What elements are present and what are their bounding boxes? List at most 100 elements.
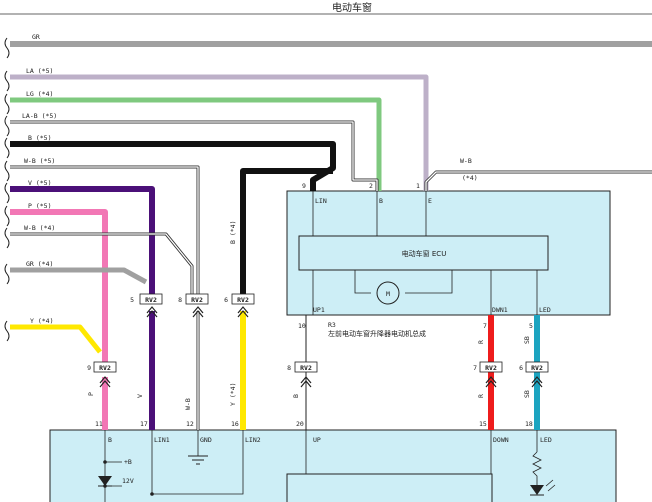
diagram-title: 电动车窗 bbox=[332, 1, 372, 14]
wire-la-b bbox=[10, 120, 379, 191]
switch-gnd-label: GND bbox=[200, 436, 212, 444]
pin-ecu-b: 2 bbox=[369, 182, 373, 190]
svg-text:8: 8 bbox=[178, 296, 182, 304]
pin-switch-lin2: 16 bbox=[231, 420, 239, 428]
svg-text:RV2: RV2 bbox=[191, 296, 203, 304]
wire-black-lin2 bbox=[240, 168, 333, 297]
ecu-id: R3 bbox=[328, 321, 336, 329]
wires bbox=[10, 41, 652, 430]
vlabel-r-lower: R bbox=[477, 394, 485, 398]
svg-text:RV2: RV2 bbox=[300, 364, 312, 372]
wire-w-b-4-core bbox=[10, 233, 193, 297]
ecu-up1-label: UP1 bbox=[313, 306, 325, 314]
pin-ecu-lin: 9 bbox=[302, 182, 306, 190]
svg-text:6: 6 bbox=[519, 364, 523, 372]
connector-rv2-up: RV2 8 bbox=[287, 361, 318, 388]
pin-switch-up: 20 bbox=[296, 420, 304, 428]
switch-lin1-label: LIN1 bbox=[154, 436, 170, 444]
vlabel-b: B bbox=[292, 394, 300, 398]
motor-label: M bbox=[386, 290, 390, 298]
switch-down-label: DOWN bbox=[493, 436, 509, 444]
ecu-lin-label: LIN bbox=[315, 197, 327, 205]
ecu-internal-lines bbox=[312, 191, 538, 315]
wire-label-gr-4: GR (*4) bbox=[26, 260, 53, 268]
wire-lg bbox=[10, 97, 382, 191]
pin-switch-lin1: 17 bbox=[140, 420, 148, 428]
wire-la-b-core bbox=[10, 121, 378, 191]
wire-label-p: P (*5) bbox=[28, 202, 51, 210]
wire-w-b-5-core bbox=[10, 166, 199, 297]
led-symbol bbox=[530, 485, 544, 495]
connector-rv2-sb: RV2 6 bbox=[519, 361, 549, 388]
wire-label-y: Y (*4) bbox=[30, 317, 53, 325]
wire-label-gr: GR bbox=[32, 33, 40, 41]
connector-rv2-black: RV2 6 bbox=[224, 293, 255, 318]
wire-label-lg: LG (*4) bbox=[26, 90, 53, 98]
diode-symbol bbox=[98, 476, 112, 486]
svg-text:RV2: RV2 bbox=[485, 364, 497, 372]
switch-plus-b-label: +B bbox=[124, 458, 132, 466]
ecu-e-label: E bbox=[428, 197, 432, 205]
svg-text:7: 7 bbox=[473, 364, 477, 372]
pin-switch-down: 15 bbox=[479, 420, 487, 428]
vlabel-w-b: W-B bbox=[184, 398, 192, 410]
wire-w-b-right-core bbox=[425, 171, 652, 191]
pin-ecu-e: 1 bbox=[416, 182, 420, 190]
vlabel-sb-lower: SB bbox=[523, 390, 531, 398]
vlabel-b4: B (*4) bbox=[229, 221, 237, 244]
switch-inner-box bbox=[286, 473, 493, 502]
wire-break-marks bbox=[4, 37, 10, 342]
ecu-dwn1-label: DWN1 bbox=[492, 306, 508, 314]
wire-label-w-b-right: W-B bbox=[460, 157, 472, 165]
vlabel-sb-upper: SB bbox=[523, 336, 531, 344]
svg-text:RV2: RV2 bbox=[145, 296, 157, 304]
led-rays bbox=[545, 479, 556, 492]
pin-ecu-dwn1: 7 bbox=[483, 322, 487, 330]
pin-switch-gnd: 12 bbox=[186, 420, 194, 428]
wire-gr-4 bbox=[10, 267, 148, 285]
wire-la bbox=[10, 74, 429, 191]
switch-internal-lines bbox=[104, 430, 542, 502]
ground-symbol bbox=[188, 455, 208, 465]
wire-y bbox=[10, 324, 102, 354]
svg-text:6: 6 bbox=[224, 296, 228, 304]
wire-label-w-b-5: W-B (*5) bbox=[24, 157, 55, 165]
ecu-b-label: B bbox=[379, 197, 383, 205]
ecu-led-label: LED bbox=[539, 306, 551, 314]
svg-text:RV2: RV2 bbox=[531, 364, 543, 372]
pin-switch-b: 11 bbox=[95, 420, 103, 428]
switch-led-label: LED bbox=[540, 436, 552, 444]
wire-label-w-b-4: W-B (*4) bbox=[24, 224, 55, 232]
junction-dot bbox=[150, 492, 154, 496]
svg-text:RV2: RV2 bbox=[237, 296, 249, 304]
wire-label-la-b: LA-B (*5) bbox=[22, 112, 57, 120]
switch-12v-label: 12V bbox=[122, 477, 134, 485]
switch-lin2-label: LIN2 bbox=[245, 436, 261, 444]
vlabel-v: V bbox=[136, 394, 144, 398]
vlabel-r-upper: R bbox=[477, 340, 485, 344]
motor-symbol bbox=[376, 281, 400, 305]
ecu-logic-box bbox=[298, 235, 549, 271]
switch-b-label: B bbox=[108, 436, 112, 444]
connector-rv2-w-b: RV2 8 bbox=[178, 293, 209, 318]
wire-label-right-4: (*4) bbox=[462, 174, 478, 182]
wire-label-la: LA (*5) bbox=[26, 67, 53, 75]
svg-text:RV2: RV2 bbox=[99, 364, 111, 372]
pin-switch-led: 18 bbox=[525, 420, 533, 428]
junction-dot bbox=[103, 460, 107, 464]
svg-text:9: 9 bbox=[87, 364, 91, 372]
vlabel-y: Y (*4) bbox=[229, 383, 237, 406]
pin-ecu-up1: 10 bbox=[298, 322, 306, 330]
wire-v bbox=[10, 186, 155, 297]
wire-label-b: B (*5) bbox=[28, 134, 51, 142]
connector-rv2-p: RV2 9 bbox=[87, 361, 117, 388]
vlabel-p: P bbox=[87, 392, 95, 396]
ecu-description: 左前电动车窗升降器电动机总成 bbox=[328, 329, 426, 338]
pin-ecu-led: 5 bbox=[529, 322, 533, 330]
ecu-name: 电动车窗 ECU bbox=[402, 249, 447, 258]
connector-rv2-v: RV2 5 bbox=[130, 293, 163, 318]
svg-text:8: 8 bbox=[287, 364, 291, 372]
connector-rv2-r: RV2 7 bbox=[473, 361, 503, 388]
